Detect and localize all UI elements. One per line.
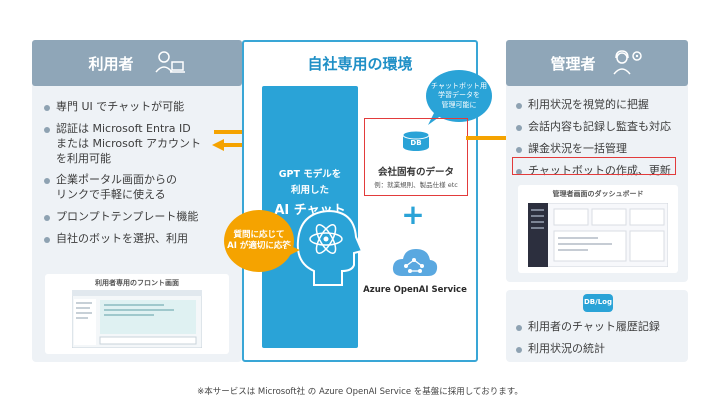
admin-thumbnail-title: 管理者画面のダッシュボード — [552, 190, 644, 198]
list-item: 企業ポータル画面からの リンクで手軽に使える — [44, 173, 234, 203]
plus-sign: + — [401, 198, 425, 231]
chat-ui-screenshot-image — [72, 290, 202, 348]
arrow-to-center — [214, 130, 254, 134]
chatbot-create-highlight — [512, 157, 676, 175]
training-data-bubble: チャットボット用 学習データを 管理可能に — [426, 70, 492, 122]
company-data-example: 例：就業規則、製品仕様 etc — [374, 181, 458, 189]
admin-panel-title: 管理者 — [550, 54, 596, 73]
db-log-badge — [583, 294, 613, 312]
list-item: 利用状況の統計 — [516, 342, 686, 357]
list-item: 専門 UI でチャットが可能 — [44, 100, 234, 115]
user-front-screen-thumbnail: 利用者専用のフロント画面 — [45, 274, 229, 354]
ai-brain-head-icon — [296, 209, 362, 286]
user-at-laptop-icon — [154, 51, 185, 73]
connector-to-admin — [466, 136, 510, 140]
list-item: 会話内容も記録し監査も対応 — [516, 120, 686, 135]
list-item: 自社のボットを選択、利用 — [44, 232, 234, 247]
dashboard-screenshot-image — [528, 203, 668, 267]
user-feature-list: 専門 UI でチャットが可能 認証は Microsoft Entra ID また… — [44, 100, 234, 254]
log-feature-list: 利用者のチャット履歴記録 利用状況の統計 — [516, 320, 686, 364]
azure-openai-cloud-icon — [392, 249, 438, 276]
db-log-label: DB/Log — [584, 298, 612, 306]
ai-response-bubble: 質問に応じて AI が適切に応答 — [224, 210, 294, 272]
database-icon — [402, 130, 430, 151]
azure-openai-label: Azure OpenAI Service — [363, 285, 467, 295]
admin-dashboard-thumbnail: 管理者画面のダッシュボード — [518, 185, 678, 273]
list-item: チャットボットの作成、更新 — [516, 164, 686, 179]
gpt-label-line2: 利用した — [290, 185, 329, 196]
list-item: 課金状況を一括管理 — [516, 142, 686, 157]
admin-panel-header: 管理者 — [506, 40, 688, 86]
gpt-label-line1: GPT モデルを — [278, 169, 342, 180]
arrow-left-icon — [212, 139, 224, 151]
database-label: DB — [410, 139, 422, 147]
company-data-title: 会社固有のデータ — [377, 167, 454, 178]
user-panel-header: 利用者 — [32, 40, 242, 86]
list-item: 利用者のチャット履歴記録 — [516, 320, 686, 335]
training-data-bubble-text: チャットボット用 学習データを 管理可能に — [431, 82, 487, 109]
ai-response-bubble-text: 質問に応じて AI が適切に応答 — [227, 229, 291, 251]
admin-headset-icon — [612, 50, 642, 75]
user-thumbnail-title: 利用者専用のフロント画面 — [95, 279, 179, 287]
list-item: 認証は Microsoft Entra ID または Microsoft アカウ… — [44, 122, 234, 167]
bubble-tail — [286, 244, 300, 256]
blue-bubble-tail — [428, 113, 442, 125]
list-item: 利用状況を視覚的に把握 — [516, 98, 686, 113]
admin-feature-list: 利用状況を視覚的に把握 会話内容も記録し監査も対応 課金状況を一括管理 チャット… — [516, 98, 686, 185]
list-item: プロンプトテンプレート機能 — [44, 210, 234, 225]
footnote: ※本サービスは Microsoft社 の Azure OpenAI Servic… — [197, 387, 523, 397]
private-environment-title: 自社専用の環境 — [307, 55, 413, 73]
company-data-highlight — [364, 118, 468, 196]
user-panel-title: 利用者 — [88, 54, 134, 73]
